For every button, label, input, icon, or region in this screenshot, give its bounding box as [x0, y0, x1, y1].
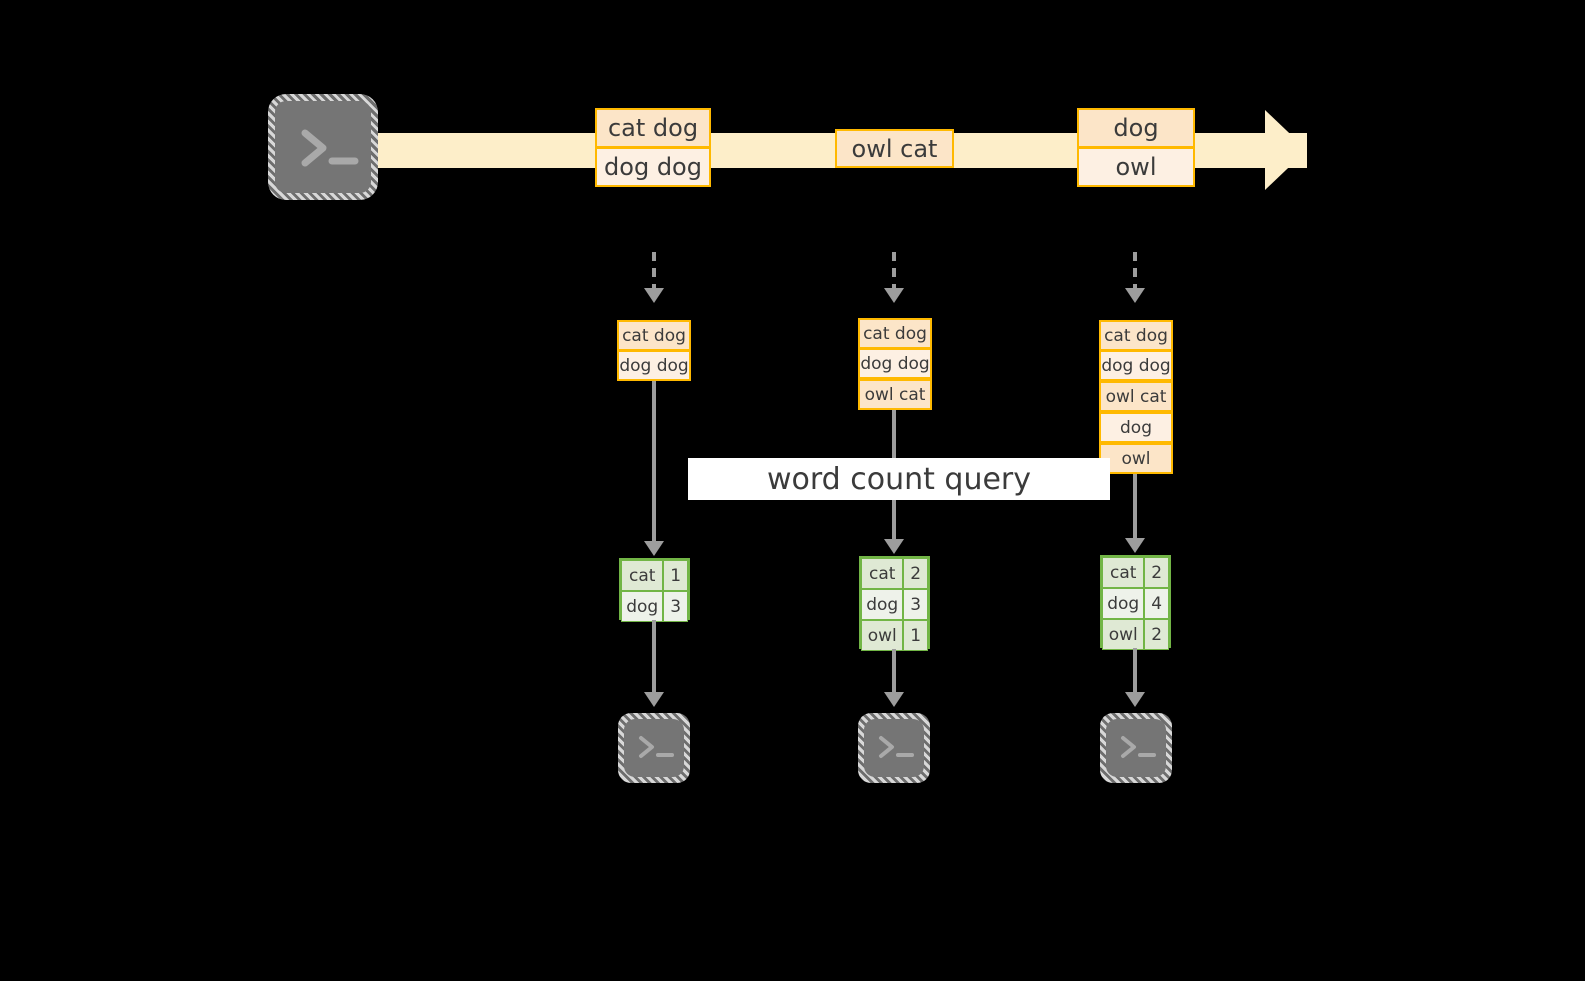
sink-flow-line: [892, 649, 896, 695]
word-cell: cat: [861, 558, 904, 589]
terminal-screen: [864, 719, 924, 777]
snapshot-tap-arrowhead: [644, 288, 664, 303]
count-cell: 2: [903, 558, 928, 589]
word-cell: cat: [621, 560, 664, 591]
snapshot-tap-arrowhead: [884, 288, 904, 303]
query-label: word count query: [688, 458, 1110, 500]
result-table: cat 2 dog 4 owl 2: [1100, 555, 1171, 650]
table-row: dog 3: [621, 591, 688, 622]
word-cell: owl: [861, 620, 904, 651]
word-cell: cat: [1102, 557, 1145, 588]
sink-terminal-icon: [858, 713, 930, 783]
word-cell: dog: [1102, 588, 1145, 619]
terminal-prompt-glyph: [879, 736, 914, 758]
snapshot-input-record: dog: [1099, 412, 1173, 443]
stream-arrowhead: [1265, 110, 1307, 190]
table-row: owl 1: [861, 620, 928, 651]
word-cell: owl: [1102, 619, 1145, 650]
snapshot-tap-line: [892, 252, 896, 290]
snapshot-tap-line: [1133, 252, 1137, 290]
sink-flow-arrowhead: [884, 692, 904, 707]
terminal-prompt-glyph: [639, 736, 674, 758]
query-flow-arrowhead: [644, 541, 664, 556]
stream-record: dog dog: [595, 147, 711, 187]
table-row: owl 2: [1102, 619, 1169, 650]
table-row: cat 1: [621, 560, 688, 591]
snapshot-input-record: owl: [1099, 443, 1173, 474]
count-cell: 1: [663, 560, 688, 591]
table-row: cat 2: [1102, 557, 1169, 588]
snapshot-input-record: cat dog: [858, 318, 932, 349]
snapshot-input-record: owl cat: [1099, 381, 1173, 412]
query-flow-line: [652, 381, 656, 546]
query-flow-arrowhead: [884, 539, 904, 554]
word-cell: dog: [861, 589, 904, 620]
result-table: cat 1 dog 3: [619, 558, 690, 622]
snapshot-input-record: cat dog: [617, 320, 691, 351]
result-table: cat 2 dog 3 owl 1: [859, 556, 930, 651]
snapshot-tap-line: [652, 252, 656, 290]
sink-flow-line: [1133, 648, 1137, 695]
snapshot-tap-arrowhead: [1125, 288, 1145, 303]
snapshot-input-record: dog dog: [1099, 350, 1173, 381]
sink-flow-arrowhead: [1125, 692, 1145, 707]
terminal-prompt-glyph: [301, 129, 359, 167]
word-cell: dog: [621, 591, 664, 622]
count-cell: 4: [1144, 588, 1169, 619]
sink-flow-line: [652, 620, 656, 695]
count-cell: 3: [663, 591, 688, 622]
count-cell: 2: [1144, 557, 1169, 588]
count-cell: 3: [903, 589, 928, 620]
terminal-prompt-glyph: [1121, 736, 1156, 758]
stream-record: owl cat: [835, 129, 954, 168]
source-terminal-icon: [268, 94, 378, 200]
count-cell: 2: [1144, 619, 1169, 650]
snapshot-input-record: dog dog: [858, 348, 932, 379]
sink-terminal-icon: [1100, 713, 1172, 783]
table-row: cat 2: [861, 558, 928, 589]
terminal-screen: [624, 719, 684, 777]
stream-record: dog: [1077, 108, 1195, 148]
sink-terminal-icon: [618, 713, 690, 783]
stream-record: owl: [1077, 147, 1195, 187]
query-label-text: word count query: [766, 461, 1032, 497]
terminal-screen: [1106, 719, 1166, 777]
snapshot-input-record: cat dog: [1099, 320, 1173, 351]
table-row: dog 4: [1102, 588, 1169, 619]
count-cell: 1: [903, 620, 928, 651]
query-flow-arrowhead: [1125, 538, 1145, 553]
snapshot-input-record: owl cat: [858, 379, 932, 410]
stream-record: cat dog: [595, 108, 711, 148]
query-flow-line: [1133, 474, 1137, 543]
table-row: dog 3: [861, 589, 928, 620]
sink-flow-arrowhead: [644, 692, 664, 707]
snapshot-input-record: dog dog: [617, 350, 691, 381]
